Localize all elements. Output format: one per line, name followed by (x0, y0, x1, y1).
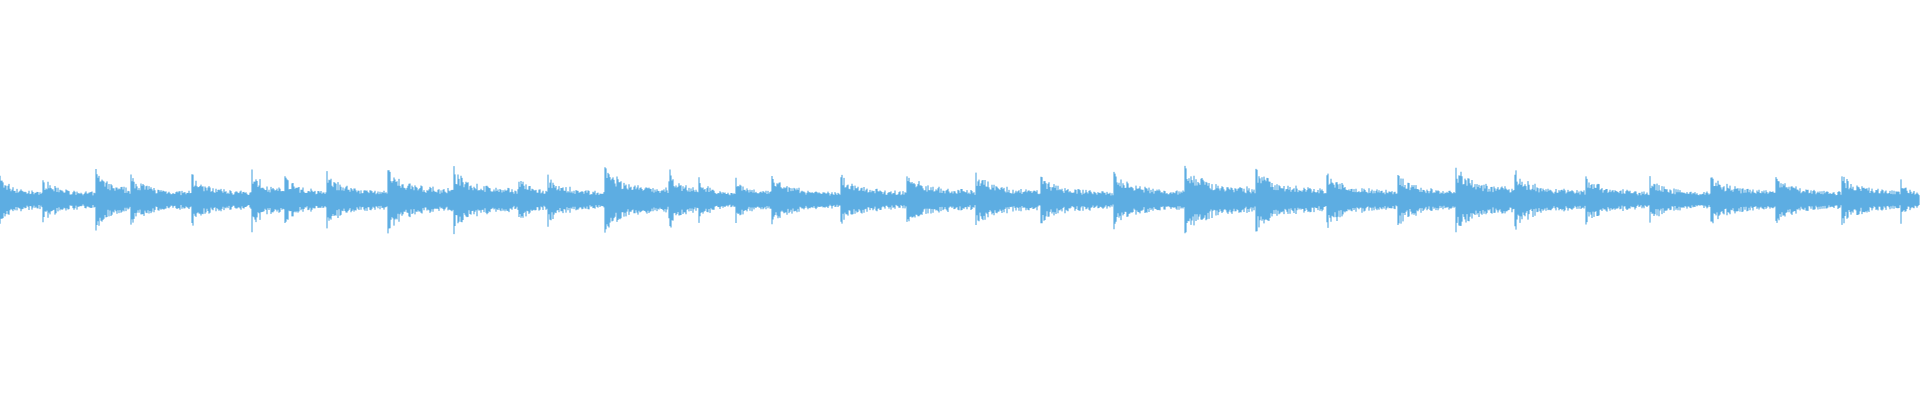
waveform-path (0, 165, 1920, 235)
waveform-bars (0, 165, 1920, 235)
